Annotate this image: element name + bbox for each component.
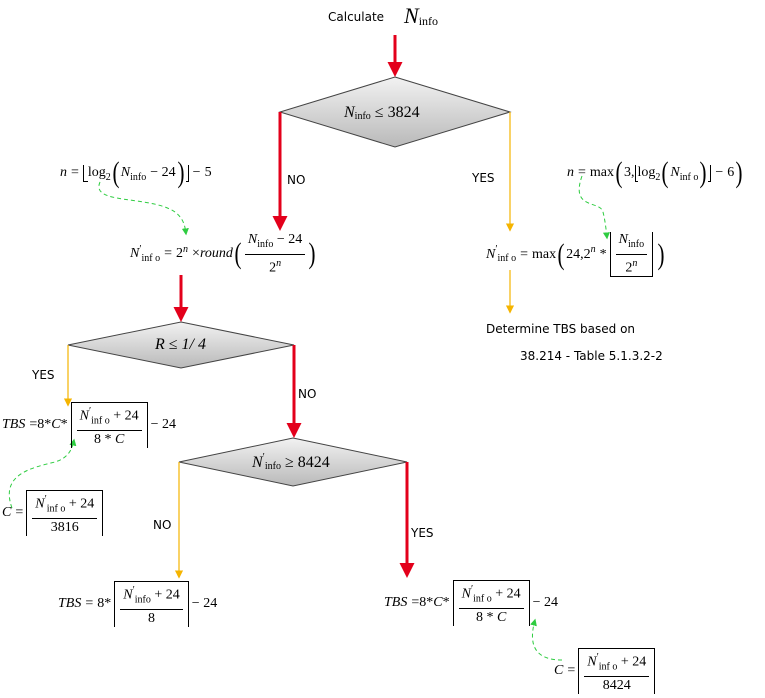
decision-diamond-ninfo-8424 (178, 437, 408, 487)
branch-label-yes-2: YES (32, 368, 55, 382)
calculate-label: Calculate (328, 10, 385, 24)
determine-tbs-line2: 38.214 - Table 5.1.3.2-2 (520, 349, 663, 363)
branch-label-no-1: NO (287, 173, 306, 187)
branch-label-no-3: NO (153, 518, 172, 532)
decision3-text: N′info≥ 8424 (252, 452, 330, 472)
decision2-text: R ≤ 1/ 4 (155, 336, 206, 353)
branch-label-yes-1: YES (472, 171, 495, 185)
decision-diamond-r-quarter (67, 321, 295, 369)
dashed-arrow-c-8424 (530, 618, 563, 661)
dashed-arrow-n-right (578, 175, 610, 240)
branch-label-no-2: NO (298, 387, 317, 401)
dashed-arrow-n-left (98, 181, 189, 236)
determine-tbs-line1: Determine TBS based on (486, 322, 636, 336)
branch-label-yes-3: YES (411, 526, 434, 540)
dashed-arrow-c-3816 (8, 438, 77, 509)
decision-diamond-ninfo-3824 (278, 76, 512, 148)
